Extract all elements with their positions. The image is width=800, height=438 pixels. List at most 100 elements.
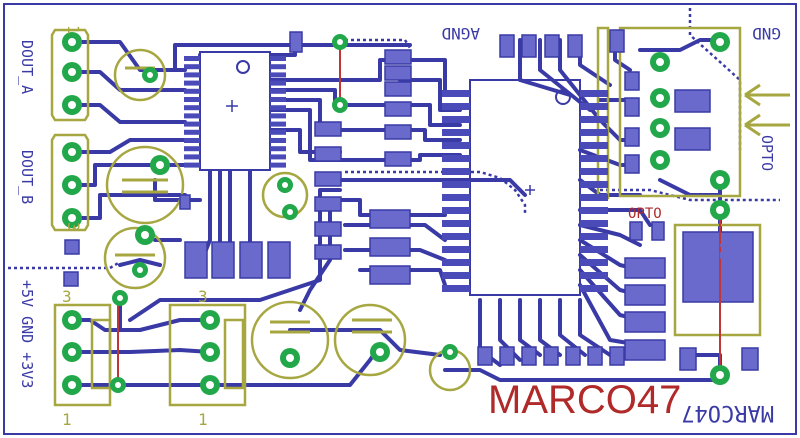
quad-pin (580, 246, 608, 253)
opto-arrows (744, 83, 790, 137)
agnd-label: AGND (441, 24, 480, 43)
quad-pin (442, 142, 470, 149)
ic-pin (270, 64, 286, 70)
quad-pin (580, 168, 608, 175)
through-hole-pad-hole (656, 58, 664, 66)
via-hole (147, 72, 153, 78)
via-hole (337, 102, 343, 108)
quad-pin (442, 116, 470, 123)
ic-pin (270, 72, 286, 78)
quad-pin (580, 220, 608, 227)
quad-pin (442, 90, 470, 97)
dotted-traces (8, 8, 780, 270)
opto-label: OPTO (758, 135, 776, 171)
ic-pin (184, 154, 200, 160)
quad-pin (442, 155, 470, 162)
marco-top: MARCO47 (488, 378, 681, 422)
ic-pin (184, 72, 200, 78)
through-hole-pad-hole (716, 206, 724, 214)
power-pins-label: +5V GND +3V3 (18, 280, 36, 388)
through-hole-pad-hole (206, 316, 214, 324)
through-hole-pad-hole (68, 101, 76, 109)
dout-a-label: DOUT_A (18, 40, 36, 94)
cap-outline (113, 48, 167, 102)
quad-pin (580, 233, 608, 240)
ic-pin (184, 88, 200, 94)
quad-pin (442, 220, 470, 227)
vias (62, 32, 730, 395)
via-hole (117, 295, 123, 301)
pin3-mid: 3 (198, 287, 208, 306)
ic-pin (270, 146, 286, 152)
capacitor-symbols (115, 66, 392, 334)
quad-pin (580, 194, 608, 201)
through-hole-pad-hole (206, 381, 214, 389)
through-hole-pad-hole (68, 68, 76, 76)
pin1-left: 1 (62, 410, 72, 429)
through-hole-pad-hole (156, 161, 164, 169)
quad-pin (442, 246, 470, 253)
ic-pin (184, 113, 200, 119)
ic-pin (184, 138, 200, 143)
mid-connector-outline (168, 303, 247, 407)
ic-pin (270, 138, 286, 143)
quad-pin (580, 142, 608, 149)
quad-pin (442, 168, 470, 175)
via-hole (115, 382, 121, 388)
ic-pin (270, 154, 286, 160)
via-hole (337, 39, 343, 45)
quad-pin (442, 207, 470, 214)
through-hole-pad-hole (656, 156, 664, 164)
pin3-left: 3 (62, 287, 72, 306)
through-hole-pad-hole (68, 38, 76, 46)
pin-number-3: 3 (64, 222, 83, 232)
marco-bottom: MARCO47 (681, 400, 774, 425)
ic-pin (270, 88, 286, 94)
ic-pin (184, 64, 200, 70)
through-hole-pad-hole (68, 348, 76, 356)
through-hole-pad-hole (716, 38, 724, 46)
quad-pin (442, 129, 470, 136)
silkscreen (50, 26, 762, 407)
ic-pin (184, 80, 200, 86)
opto-outline (618, 26, 742, 198)
ic-pin (270, 129, 286, 135)
smd-pads (63, 29, 759, 371)
quad-pin (442, 233, 470, 240)
ic-pin (270, 113, 286, 119)
ic-pin (184, 121, 200, 127)
ic-pin (270, 105, 286, 111)
ic-pin (184, 105, 200, 111)
through-hole-pad-hole (286, 354, 294, 362)
through-hole-pad-hole (68, 381, 76, 389)
quad-pin (580, 181, 608, 188)
via-hole (447, 349, 453, 355)
via-hole (282, 182, 288, 188)
ic-pin (270, 97, 286, 102)
header-outline-bottom (50, 133, 90, 232)
through-hole-pad-hole (716, 176, 724, 184)
quad-pin (442, 259, 470, 266)
opto-ref: OPTO (628, 206, 662, 222)
quad-pin (442, 103, 470, 110)
header-outline-top (50, 28, 90, 122)
through-hole-pad-hole (656, 124, 664, 132)
quad-pin (442, 181, 470, 188)
quad-pin (580, 207, 608, 214)
ic-pin (270, 162, 286, 168)
through-hole-pad-hole (141, 231, 149, 239)
quad-pin (580, 285, 608, 292)
gnd-label: GND (752, 24, 781, 43)
board-outline (3, 3, 797, 435)
quad-pin (580, 129, 608, 136)
via-hole (287, 209, 293, 215)
quad-ic (442, 79, 608, 296)
jumpers (117, 42, 721, 385)
quad-pin (580, 155, 608, 162)
ic-pin (184, 146, 200, 152)
through-hole-pad-hole (68, 214, 76, 222)
dout-b-label: DOUT_B (18, 150, 36, 204)
ic-pin (270, 80, 286, 86)
pin1-mid: 1 (198, 410, 208, 429)
via-hole (137, 267, 143, 273)
